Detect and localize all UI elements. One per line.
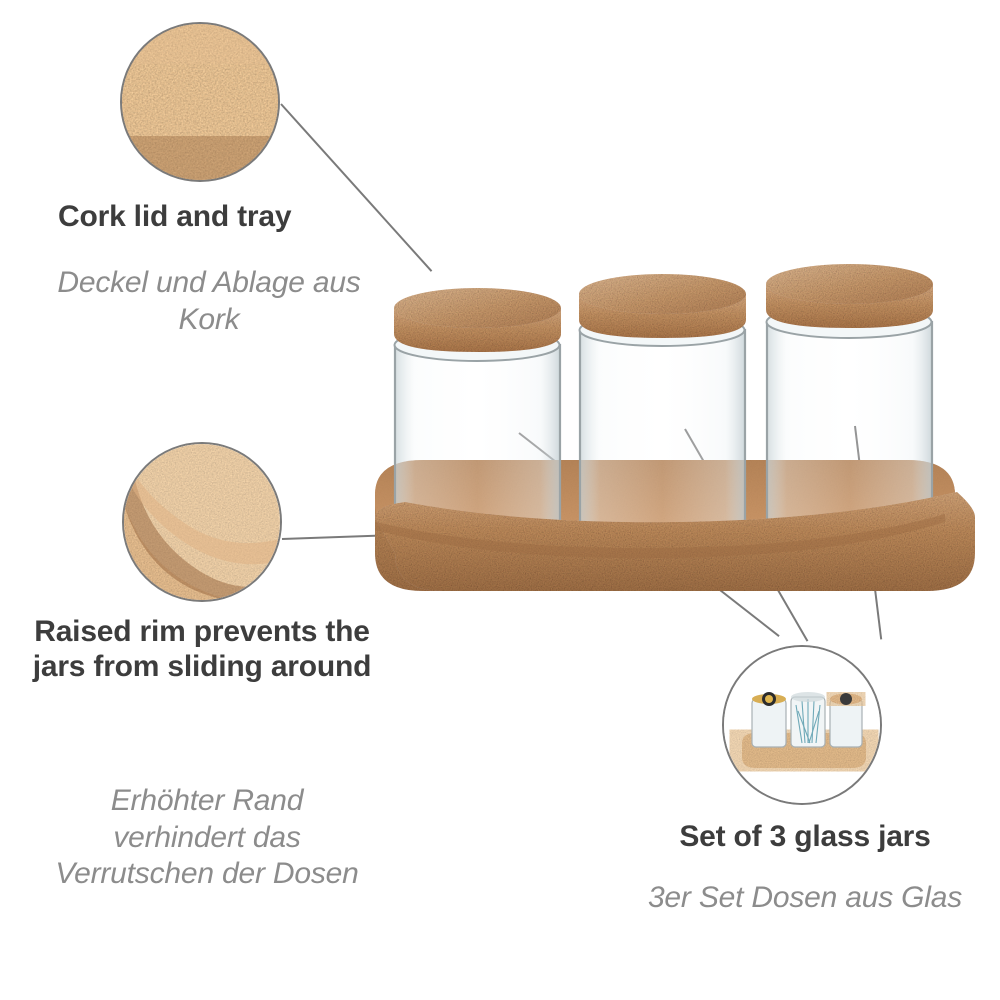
callout-subtitle-cork: Deckel und Ablage aus Kork <box>57 266 361 336</box>
callout-subtitle-set: 3er Set Dosen aus Glas <box>647 881 963 914</box>
product-illustration <box>375 264 975 591</box>
callout-subtitle-rim: Erhöhter Rand verhindert das Verrutschen… <box>55 784 359 891</box>
leader-line-cork <box>280 103 433 272</box>
callout-title-set: Set of 3 glass jars <box>679 820 931 853</box>
callout-title-cork: Cork lid and tray <box>58 200 292 233</box>
closeup-raised-rim <box>122 442 282 602</box>
closeup-cork-texture <box>120 22 280 182</box>
callout-title-rim: Raised rim prevents the jars from slidin… <box>32 615 372 683</box>
closeup-product-thumbnail <box>722 645 882 805</box>
